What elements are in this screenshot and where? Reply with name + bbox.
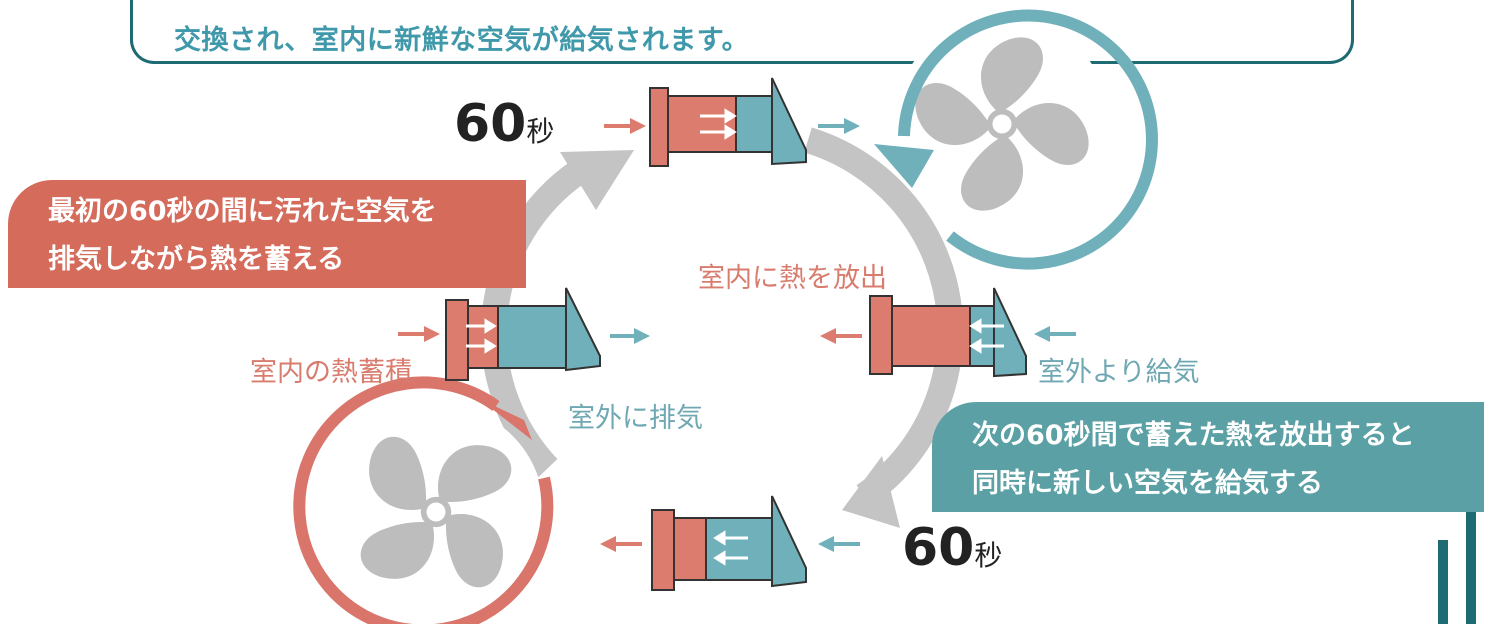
callout-line: 排気しながら熱を蓄える (48, 244, 345, 275)
header-box (130, 0, 1354, 64)
timer-unit: 秒 (974, 539, 1003, 572)
cycle-arrowhead-top (560, 150, 634, 210)
ventilator-unit-icon (445, 287, 601, 381)
decorative-bar (1466, 494, 1476, 624)
timer-unit: 秒 (526, 115, 555, 148)
label-indoor-heat-storage: 室内の熱蓄積 (250, 357, 412, 388)
rotation-arrow-icon (293, 376, 554, 624)
callout-line: 最初の60秒の間に汚れた空気を (48, 196, 437, 227)
callout-line: 次の60秒間で蓄えた熱を放出すると (972, 420, 1415, 451)
label-heat-release: 室内に熱を放出 (698, 263, 887, 294)
callout-line: 同時に新しい空気を給気する (972, 468, 1323, 499)
callout-supply-phase: 次の60秒間で蓄えた熱を放出すると 同時に新しい空気を給気する (932, 402, 1484, 512)
label-outdoor-supply: 室外より給気 (1038, 357, 1200, 388)
header-text: 交換され、室内に新鮮な空気が給気されます。 (174, 25, 750, 56)
timer-top: 60秒 (454, 94, 554, 154)
timer-value: 60 (454, 94, 527, 154)
fan-icon (328, 404, 544, 620)
callout-exhaust-phase: 最初の60秒の間に汚れた空気を 排気しながら熱を蓄える (8, 180, 526, 288)
label-outdoor-exhaust: 室外に排気 (568, 403, 703, 434)
timer-value: 60 (902, 518, 975, 578)
ventilator-unit-icon (649, 77, 807, 167)
cycle-arrowhead-bottom (842, 456, 900, 528)
decorative-bar (1438, 540, 1448, 624)
rotation-arrow-icon (874, 9, 1158, 270)
ventilator-unit-icon (651, 495, 807, 591)
ventilator-unit-icon (869, 287, 1027, 378)
flow-arrow-icon (398, 118, 1076, 552)
timer-bottom: 60秒 (902, 518, 1002, 578)
fan-icon (894, 16, 1110, 232)
